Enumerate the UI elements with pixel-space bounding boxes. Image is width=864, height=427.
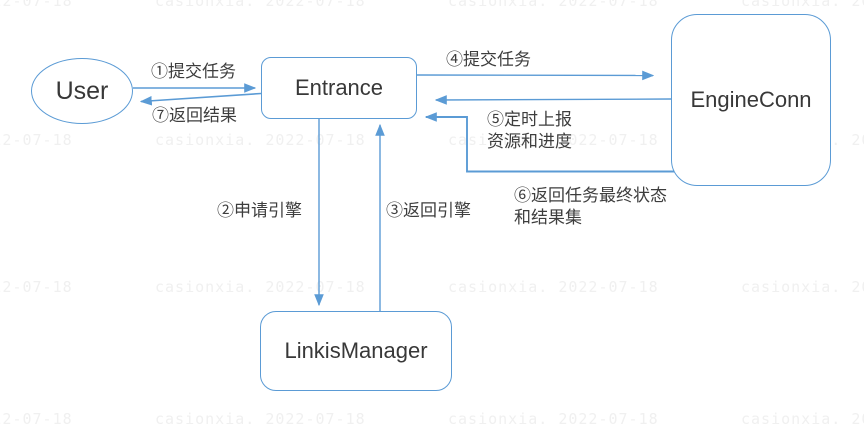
edge-label-6-line1: ⑥返回任务最终状态 xyxy=(514,186,667,205)
edge-label-5-line2: 资源和进度 xyxy=(487,132,572,151)
watermark-text: casionxia. 2022-07-18 xyxy=(741,410,864,427)
watermark-text: casionxia. 2022-07-18 xyxy=(741,0,864,10)
watermark-text: casionxia. 2022-07-18 xyxy=(155,0,366,10)
watermark-text: casionxia. 2022-07-18 xyxy=(0,131,73,149)
arrow-6-engineconn-to-entrance-elbow xyxy=(424,112,677,173)
edge-label-6-line2: 和结果集 xyxy=(514,208,582,227)
watermark-text: casionxia. 2022-07-18 xyxy=(0,0,73,10)
watermark-text: casionxia. 2022-07-18 xyxy=(448,0,659,10)
edge-label-4-submit-task: ④提交任务 xyxy=(446,50,531,69)
node-linkismanager-label: LinkisManager xyxy=(284,338,428,363)
watermark-text: casionxia. 2022-07-18 xyxy=(155,410,366,427)
node-user: User xyxy=(31,58,133,124)
node-engineconn: EngineConn xyxy=(671,14,831,186)
watermark-text: casionxia. 2022-07-18 xyxy=(448,278,659,296)
edge-label-7-return-result: ⑦返回结果 xyxy=(152,106,237,125)
edge-label-5-report-progress: ⑤定时上报 资源和进度 xyxy=(487,109,572,153)
watermark-text: casionxia. 2022-07-18 xyxy=(0,410,73,427)
node-entrance-label: Entrance xyxy=(294,75,384,100)
edge-label-3-return-engine: ③返回引擎 xyxy=(386,201,471,220)
node-linkismanager: LinkisManager xyxy=(260,311,452,391)
watermark-text: casionxia. 2022-07-18 xyxy=(448,410,659,427)
edge-label-1-submit-task: ①提交任务 xyxy=(151,62,236,81)
watermark-text: casionxia. 2022-07-18 xyxy=(448,131,659,149)
arrow-7-entrance-to-user xyxy=(139,92,262,106)
edge-label-6-return-final-status: ⑥返回任务最终状态 和结果集 xyxy=(514,185,667,229)
watermark-text: casionxia. 2022-07-18 xyxy=(155,278,366,296)
edge-label-5-line1: ⑤定时上报 xyxy=(487,110,572,129)
node-entrance: Entrance xyxy=(261,57,417,119)
watermark-text: casionxia. 2022-07-18 xyxy=(741,278,864,296)
node-user-label: User xyxy=(55,76,109,105)
watermark-text: casionxia. 2022-07-18 xyxy=(155,131,366,149)
watermark-text: casionxia. 2022-07-18 xyxy=(0,278,73,296)
arrow-4-entrance-to-engineconn xyxy=(416,70,655,81)
node-engineconn-label: EngineConn xyxy=(690,87,812,112)
arrow-5-engineconn-to-entrance xyxy=(434,95,672,105)
edge-label-2-apply-engine: ②申请引擎 xyxy=(217,201,302,220)
